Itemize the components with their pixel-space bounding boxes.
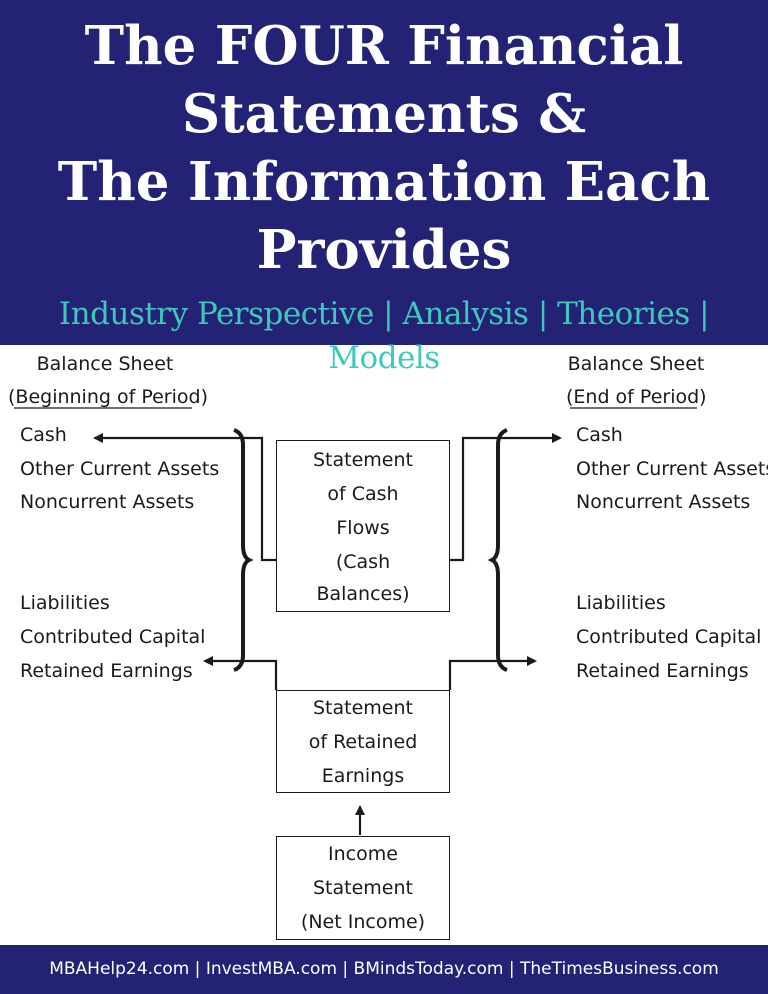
left-heading-period: (Beginning of Period) bbox=[8, 386, 208, 408]
page-title: The FOUR Financial Statements & The Info… bbox=[0, 12, 768, 284]
re-arrow-right bbox=[448, 656, 537, 690]
retained-earnings-line-1: Statement bbox=[313, 697, 413, 719]
cash-arrow-left bbox=[93, 433, 276, 562]
title-line-3: The Information Each bbox=[57, 151, 711, 213]
left-asset-noncurrent: Noncurrent Assets bbox=[20, 491, 195, 513]
left-liabilities: Liabilities bbox=[20, 592, 110, 614]
left-asset-cash: Cash bbox=[20, 424, 67, 446]
cash-flows-line-4: (Cash bbox=[335, 551, 391, 573]
left-heading-title: Balance Sheet bbox=[36, 353, 174, 375]
cash-flows-box: Statement of Cash Flows (Cash Balances) bbox=[276, 440, 450, 612]
cash-arrow-right bbox=[450, 433, 562, 562]
left-contributed-capital: Contributed Capital bbox=[20, 626, 206, 648]
cash-flows-line-2: of Cash bbox=[327, 483, 399, 505]
left-retained-earnings: Retained Earnings bbox=[20, 660, 193, 682]
right-heading-period: (End of Period) bbox=[566, 386, 707, 408]
retained-earnings-line-3: Earnings bbox=[321, 765, 405, 787]
page-subtitle: Industry Perspective | Analysis | Theori… bbox=[58, 296, 710, 376]
cash-flows-line-5: Balances) bbox=[316, 583, 410, 605]
re-arrow-left bbox=[203, 656, 278, 690]
income-line-1: Income bbox=[328, 843, 398, 865]
cash-flows-line-1: Statement bbox=[313, 449, 413, 471]
right-asset-other-current: Other Current Assets bbox=[576, 458, 768, 480]
right-brace bbox=[487, 428, 508, 672]
title-line-4: Provides bbox=[256, 219, 512, 281]
right-retained-earnings: Retained Earnings bbox=[576, 660, 749, 682]
income-line-2: Statement bbox=[313, 877, 413, 899]
income-statement-box: Income Statement (Net Income) bbox=[276, 836, 450, 940]
connector-lines bbox=[14, 407, 697, 835]
right-contributed-capital: Contributed Capital bbox=[576, 626, 762, 648]
income-line-3: (Net Income) bbox=[300, 911, 426, 933]
title-line-2: Statements & bbox=[181, 83, 587, 145]
header-banner: The FOUR Financial Statements & The Info… bbox=[0, 0, 768, 376]
footer-links: MBAHelp24.com | InvestMBA.com | BMindsTo… bbox=[0, 945, 768, 994]
left-asset-other-current: Other Current Assets bbox=[20, 458, 220, 480]
financial-statements-diagram: Balance Sheet (Beginning of Period) Cash… bbox=[0, 345, 768, 945]
cash-flows-line-3: Flows bbox=[336, 517, 390, 539]
title-line-1: The FOUR Financial bbox=[84, 15, 684, 77]
left-brace bbox=[233, 428, 254, 672]
retained-earnings-line-2: of Retained bbox=[308, 731, 418, 753]
right-asset-cash: Cash bbox=[576, 424, 623, 446]
retained-earnings-box: Statement of Retained Earnings bbox=[276, 690, 450, 793]
right-heading-title: Balance Sheet bbox=[567, 353, 705, 375]
right-asset-noncurrent: Noncurrent Assets bbox=[576, 491, 751, 513]
right-liabilities: Liabilities bbox=[576, 592, 666, 614]
